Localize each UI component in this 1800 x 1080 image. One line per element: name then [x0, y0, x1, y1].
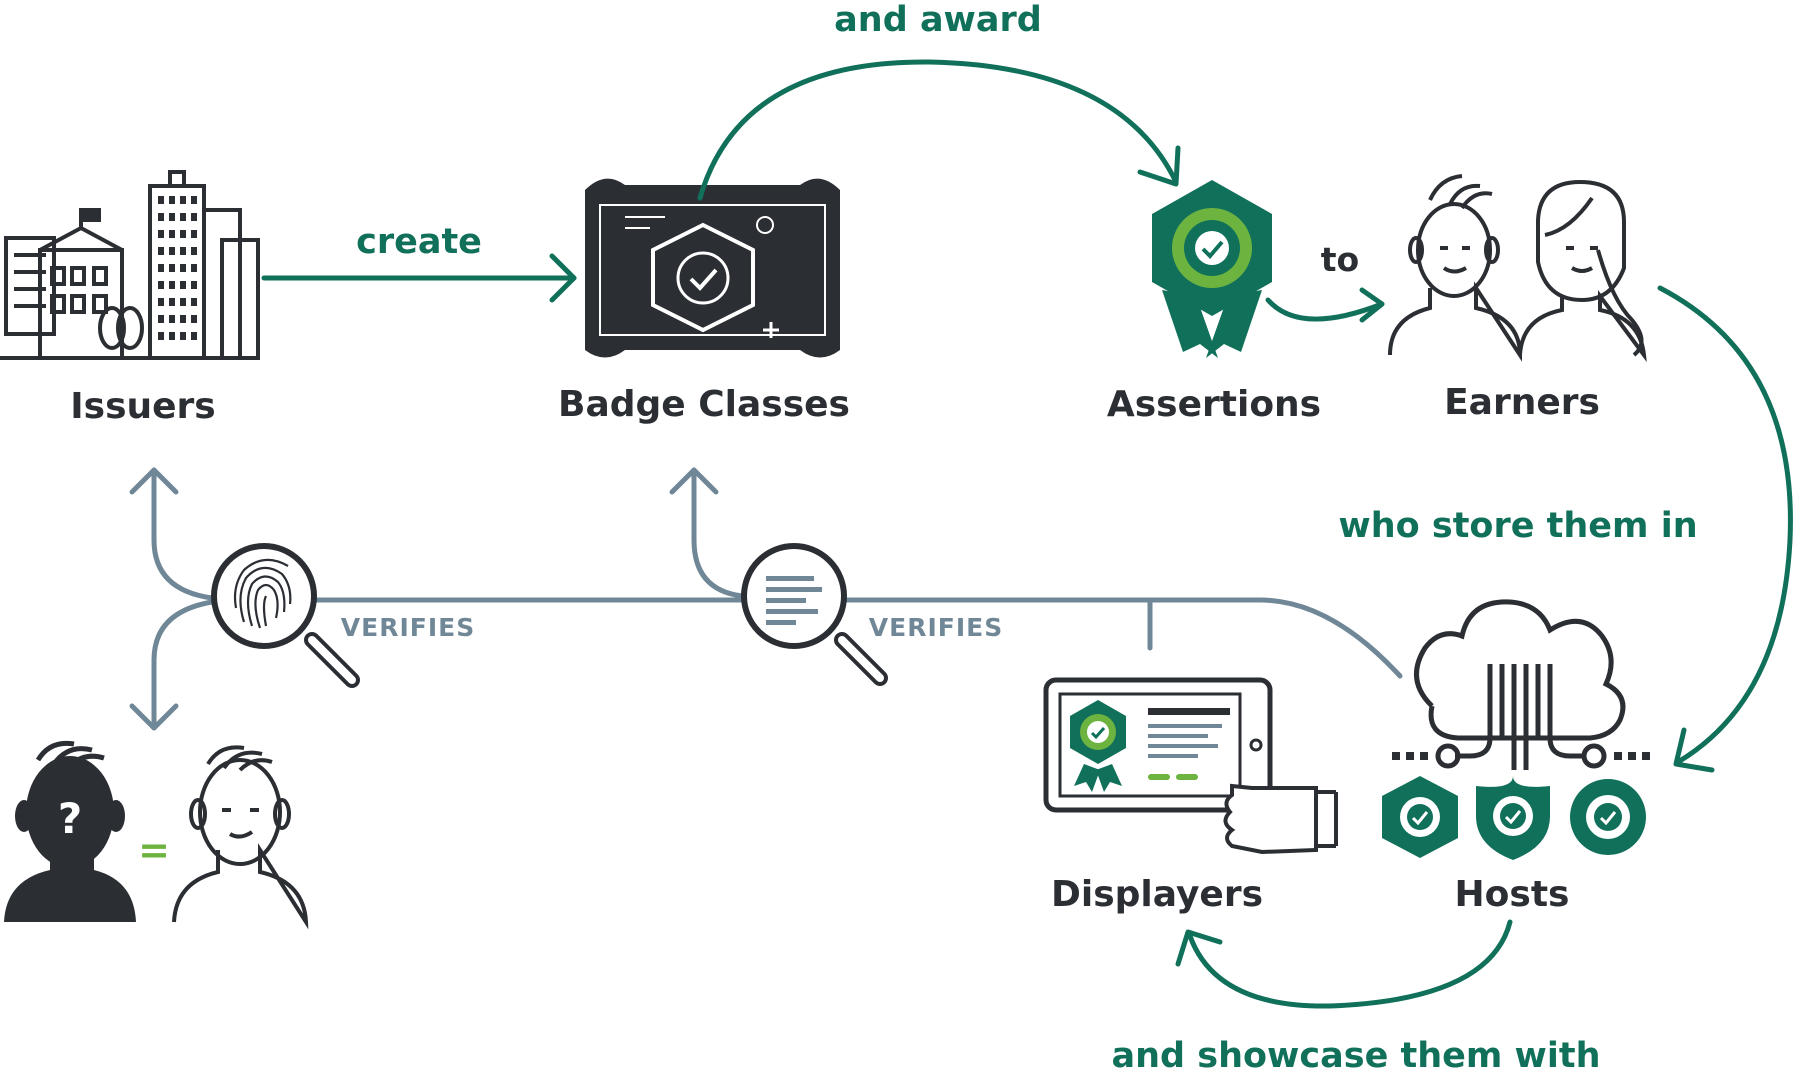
building-window: [158, 315, 164, 323]
building-window: [169, 247, 175, 255]
verifies-label-2: VERIFIES: [868, 613, 1004, 642]
node-label-earners: Earners: [1444, 382, 1600, 423]
building-window: [158, 213, 164, 221]
node-label-displayers: Displayers: [1050, 874, 1264, 915]
edge-label-and-award: and award: [834, 0, 1042, 40]
building-window: [191, 281, 197, 289]
building-window: [180, 298, 186, 306]
building-window: [169, 213, 175, 221]
earners-icon: [1388, 174, 1647, 363]
node-label-issuers: Issuers: [70, 386, 216, 427]
building-window: [169, 230, 175, 238]
node-label-assertions: Assertions: [1106, 384, 1322, 425]
building-window: [191, 332, 197, 340]
building-window: [180, 213, 186, 221]
node-label-badge-classes: Badge Classes: [558, 384, 850, 425]
building-window: [158, 196, 164, 204]
building-window: [191, 247, 197, 255]
known-person-icon: [172, 745, 309, 930]
tablet-display-icon: [1043, 677, 1338, 855]
building-window: [158, 247, 164, 255]
edge-label-to: to: [1320, 240, 1360, 279]
unknown-person-icon: [4, 740, 136, 922]
cloud-icon: [1414, 599, 1626, 770]
building-window: [169, 332, 175, 340]
building-window: [169, 196, 175, 204]
building-window: [158, 230, 164, 238]
building-window: [158, 298, 164, 306]
building-window: [158, 264, 164, 272]
building-windows: [158, 196, 197, 340]
building-window: [180, 281, 186, 289]
building-window: [180, 315, 186, 323]
hosted-badges-icon: [1382, 776, 1646, 860]
fingerprint-magnifier-icon: [211, 543, 360, 688]
dotted-connection: [1392, 752, 1650, 760]
building-window: [158, 332, 164, 340]
building-window: [191, 196, 197, 204]
edge-label-create: create: [356, 222, 482, 262]
verification-paths: [129, 467, 1403, 731]
building-window: [158, 281, 164, 289]
building-window: [169, 264, 175, 272]
verifies-label-1: VERIFIES: [340, 613, 476, 642]
node-label-hosts: Hosts: [1454, 874, 1570, 915]
building-window: [169, 281, 175, 289]
building-window: [169, 315, 175, 323]
edge-label-showcase: and showcase them with: [1111, 1036, 1601, 1076]
buildings-icon: [0, 170, 260, 360]
assertion-badge-icon: [1152, 180, 1272, 358]
building-window: [180, 196, 186, 204]
building-window: [191, 213, 197, 221]
building-window: [180, 264, 186, 272]
edge-label-who-store: who store them in: [1338, 506, 1698, 546]
building-window: [180, 230, 186, 238]
question-mark: ?: [57, 794, 83, 843]
building-window: [180, 247, 186, 255]
building-window: [191, 298, 197, 306]
equals-sign: =: [138, 828, 170, 872]
document-magnifier-icon: [741, 543, 888, 686]
blueprint-badge-icon: [585, 178, 840, 358]
building-window: [180, 332, 186, 340]
building-window: [191, 315, 197, 323]
flow-arrows: [261, 59, 1793, 1009]
building-window: [191, 230, 197, 238]
building-window: [169, 298, 175, 306]
building-window: [191, 264, 197, 272]
